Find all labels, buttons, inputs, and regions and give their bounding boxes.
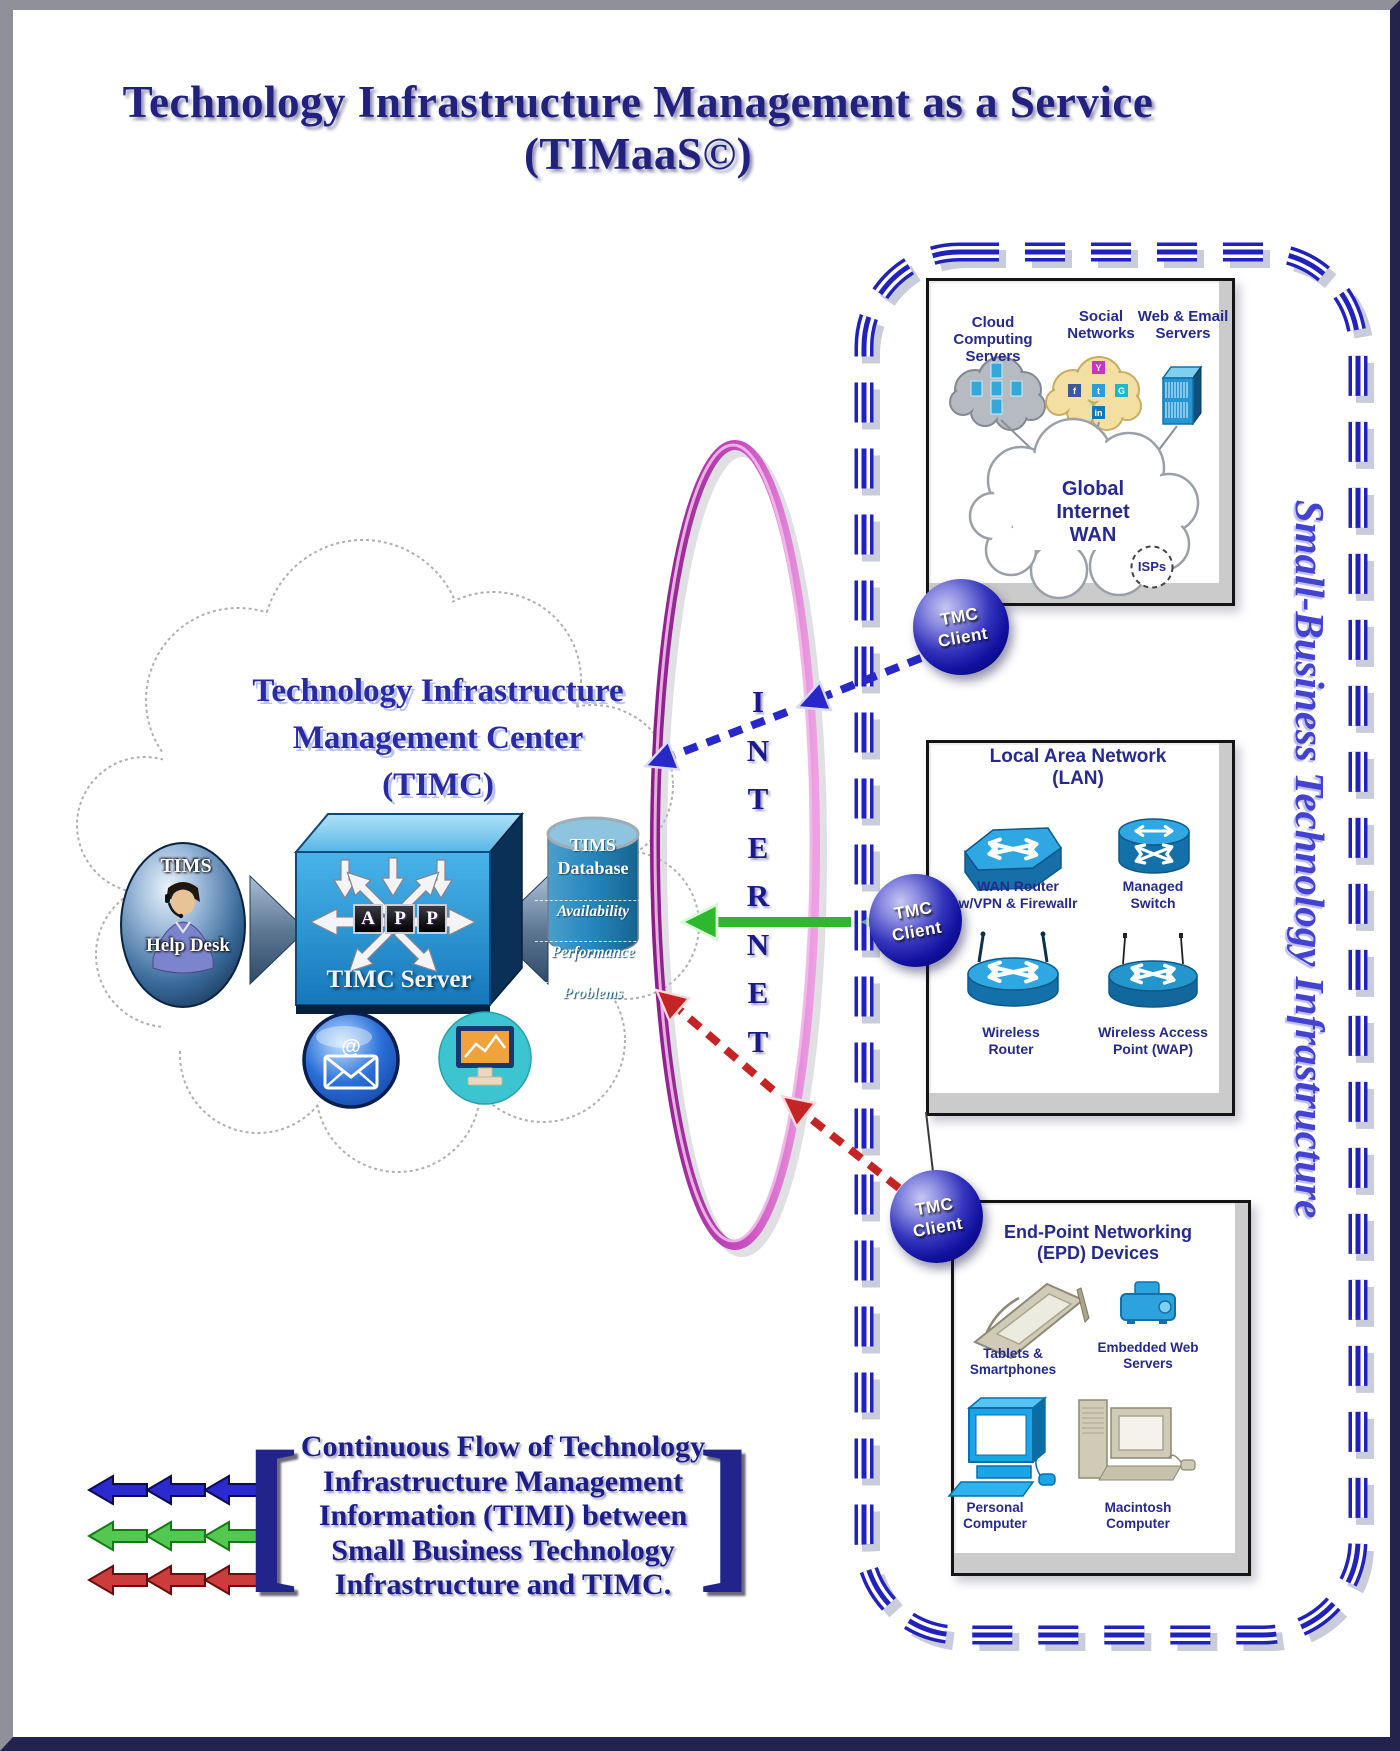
legend-bracket-close: ] bbox=[697, 1417, 755, 1607]
embedded-web-servers-label: Embedded Web Servers bbox=[1097, 1340, 1199, 1371]
database-metric-availability: Availability bbox=[535, 900, 651, 923]
legend-green-arrows bbox=[88, 1521, 264, 1551]
tmc-client-sphere-lan: TMC Client bbox=[869, 874, 962, 967]
legend-blue-arrows bbox=[88, 1475, 264, 1505]
legend-text: Continuous Flow of Technology Infrastruc… bbox=[300, 1430, 706, 1601]
help-desk-top-label: TIMS bbox=[160, 855, 212, 877]
app-tile-p2: P bbox=[417, 904, 447, 934]
legend-red-arrows bbox=[88, 1565, 264, 1595]
personal-computer-label: Personal Computer bbox=[963, 1500, 1027, 1531]
managed-switch-label: Managed Switch bbox=[1122, 878, 1184, 911]
svg-text:@: @ bbox=[341, 1036, 361, 1058]
database-metric-performance: Performance bbox=[535, 941, 651, 964]
epd-box-title: End-Point Networking (EPD) Devices bbox=[1004, 1222, 1192, 1263]
tmc-client-label: TMC Client bbox=[911, 1193, 965, 1241]
database-name-label: TIMS Database bbox=[557, 835, 629, 878]
wap-label: Wireless Access Point (WAP) bbox=[1098, 1024, 1208, 1057]
helpdesk-to-server-connector bbox=[249, 874, 307, 986]
email-icon: @ bbox=[302, 1011, 400, 1109]
global-internet-wan-label: Global Internet WAN bbox=[1056, 478, 1130, 546]
tmc-client-sphere-epd: TMC Client bbox=[890, 1170, 983, 1263]
small-business-side-label: Small-Business Technology Infrastructure bbox=[1287, 499, 1333, 1219]
tablets-smartphones-label: Tablets & Smartphones bbox=[969, 1346, 1057, 1377]
cloud-computing-servers-label: Cloud Computing Servers bbox=[953, 314, 1033, 365]
lan-box bbox=[926, 740, 1235, 1116]
help-desk-bottom-label: Help Desk bbox=[146, 935, 230, 956]
social-networks-label: Social Networks bbox=[1067, 308, 1135, 342]
help-desk-agent-icon bbox=[152, 882, 214, 974]
tmc-client-label: TMC Client bbox=[936, 603, 990, 652]
database-metrics: Availability Performance Problems bbox=[535, 882, 651, 1023]
macintosh-computer-label: Macintosh Computer bbox=[1104, 1500, 1172, 1531]
wireless-router-label: Wireless Router bbox=[982, 1024, 1040, 1057]
internet-label: I N T E R N E T bbox=[746, 684, 770, 1059]
lan-to-client-line bbox=[925, 1111, 934, 1173]
app-tile-p1: P bbox=[385, 904, 415, 934]
app-tile-a: A bbox=[353, 904, 383, 934]
performance-monitor-icon bbox=[438, 1011, 532, 1105]
timc-server-label: TIMC Server bbox=[326, 966, 472, 993]
legend-bracket-open: [ bbox=[243, 1417, 301, 1607]
page-title: Technology Infrastructure Management as … bbox=[122, 77, 1154, 179]
lan-box-title: Local Area Network (LAN) bbox=[989, 746, 1167, 789]
legend-arrows bbox=[88, 1475, 264, 1595]
database-metric-problems: Problems bbox=[535, 982, 651, 1005]
tmc-client-label: TMC Client bbox=[890, 897, 944, 945]
epd-devices-box bbox=[951, 1200, 1251, 1576]
wan-router-label: WAN Router w/VPN & Firewallr bbox=[958, 878, 1078, 911]
web-email-servers-label: Web & Email Servers bbox=[1137, 308, 1229, 342]
tmc-client-sphere-wan: TMC Client bbox=[913, 579, 1009, 675]
timc-cloud-title: Technology Infrastructure Management Cen… bbox=[252, 673, 624, 803]
isps-label: ISPs bbox=[1137, 559, 1167, 574]
